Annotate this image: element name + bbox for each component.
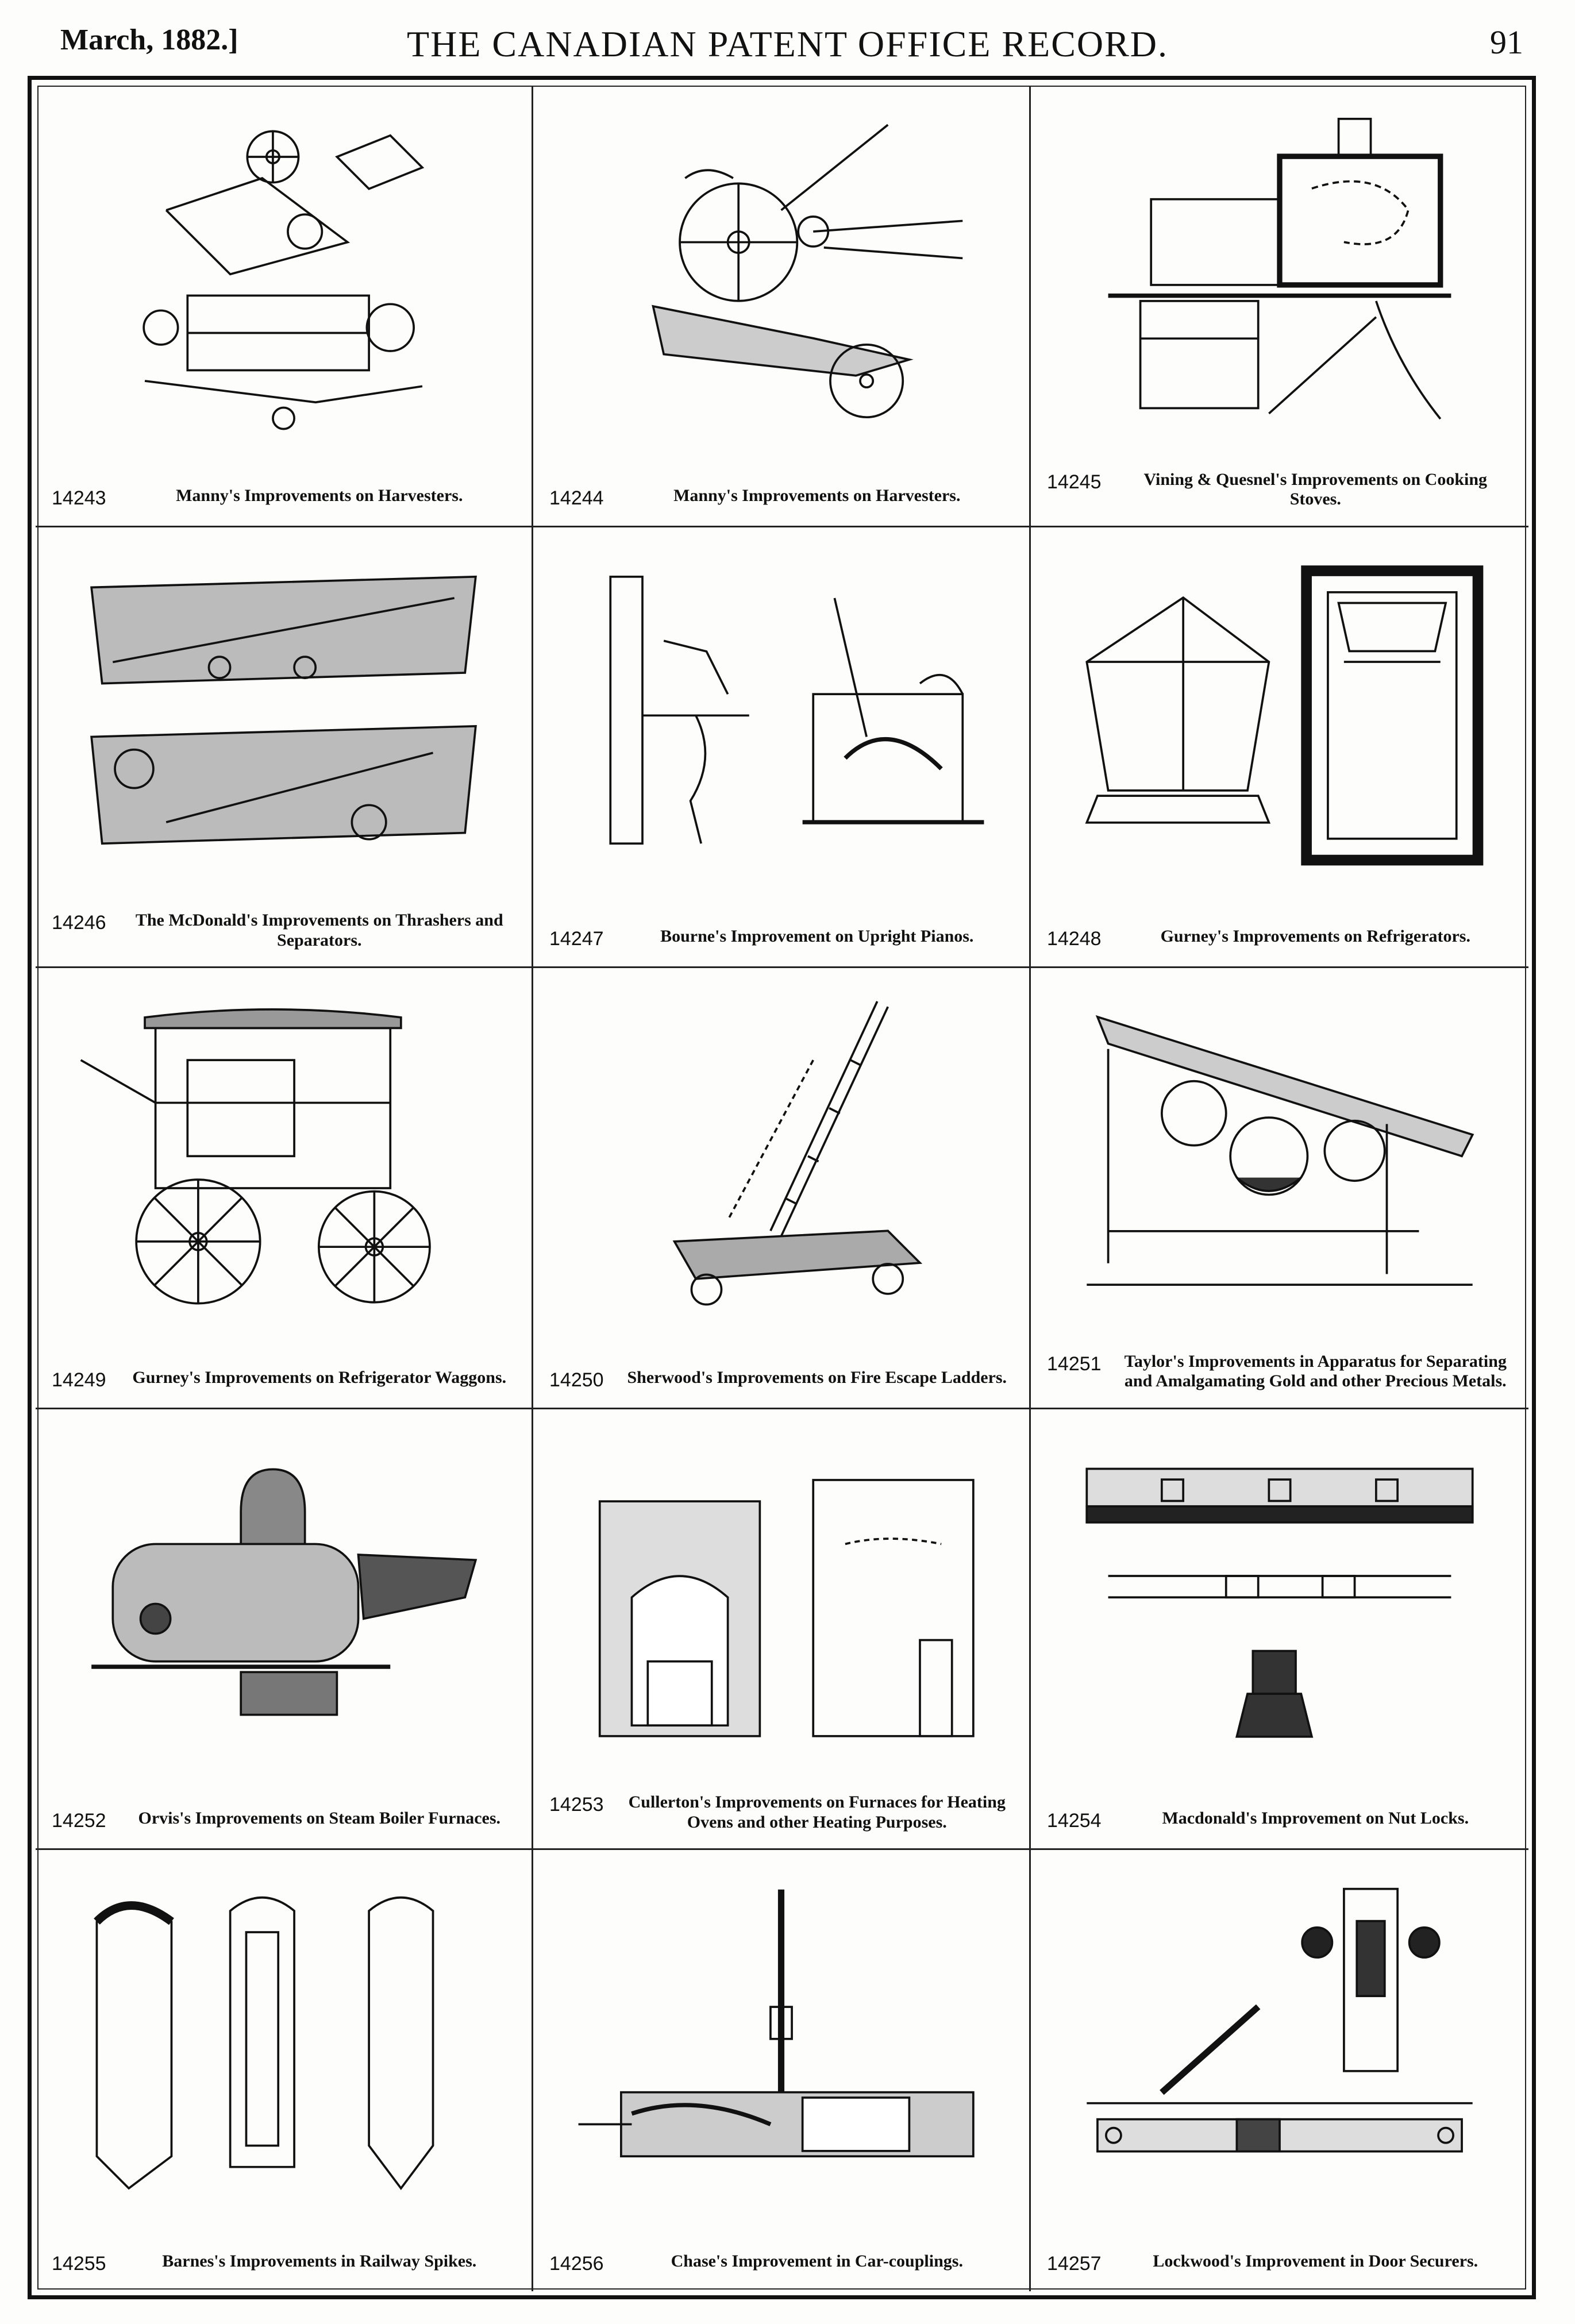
patent-caption: Lockwood's Improvement in Door Securers. — [1153, 2251, 1478, 2271]
patent-cell: 14255 Barnes's Improvements in Railway Sp… — [36, 1850, 533, 2291]
patent-caption: The McDonald's Improvements on Thrashers… — [135, 911, 503, 950]
gold-separator-illustration — [1065, 991, 1494, 1321]
patent-caption: Gurney's Improvements on Refrigerators. — [1160, 927, 1470, 946]
patent-cell: 14253 Cullerton's Improvements on Furnace… — [533, 1409, 1031, 1851]
patent-caption: Orvis's Improvements on Steam Boiler Fur… — [138, 1809, 501, 1828]
patent-cell: 14250 Sherwood's Improvements on Fire Esc… — [533, 968, 1031, 1409]
patent-cell: 14246 The McDonald's Improvements on Thra… — [36, 527, 533, 969]
harvester-illustration — [568, 109, 995, 440]
nut-lock-illustration — [1065, 1432, 1494, 1763]
patent-grid: 14243 Manny's Improvements on Harvesters.… — [36, 86, 1528, 2291]
patent-number: 14251 — [1047, 1352, 1102, 1375]
fire-escape-ladder-illustration — [568, 991, 995, 1321]
patent-cell: 14243 Manny's Improvements on Harvesters. — [36, 86, 533, 527]
patent-caption: Gurney's Improvements on Refrigerator Wa… — [132, 1367, 507, 1387]
patent-number: 14256 — [549, 2252, 604, 2275]
patent-number: 14248 — [1047, 928, 1102, 950]
patent-number: 14247 — [549, 928, 604, 950]
header-date: March, 1882.] — [60, 24, 238, 56]
door-securer-illustration — [1065, 1873, 1494, 2205]
patent-number: 14244 — [549, 487, 604, 509]
patent-number: 14245 — [1047, 471, 1102, 493]
patent-caption: Sherwood's Improvements on Fire Escape L… — [627, 1367, 1007, 1387]
patent-caption: Vining & Quesnel's Improvements on Cooki… — [1143, 469, 1488, 509]
car-coupling-illustration — [568, 1873, 995, 2205]
patent-cell: 14256 Chase's Improvement in Car-coupling… — [533, 1850, 1031, 2291]
patent-number: 14257 — [1047, 2252, 1102, 2275]
oven-furnace-illustration — [568, 1432, 995, 1763]
patent-caption: Barnes's Improvements in Railway Spikes. — [162, 2251, 477, 2271]
patent-number: 14253 — [549, 1794, 604, 1816]
harvester-illustration — [70, 109, 497, 440]
patent-caption: Macdonald's Improvement on Nut Locks. — [1162, 1809, 1469, 1828]
thrasher-illustration — [70, 550, 497, 881]
patent-caption: Manny's Improvements on Harvesters. — [176, 485, 463, 505]
patent-cell: 14251 Taylor's Improvements in Apparatus … — [1031, 968, 1528, 1409]
cooking-stove-illustration — [1065, 109, 1494, 440]
patent-caption: Chase's Improvement in Car-couplings. — [671, 2251, 963, 2271]
patent-cell: 14244 Manny's Improvements on Harvesters. — [533, 86, 1031, 527]
patent-number: 14252 — [52, 1810, 106, 1832]
patent-cell: 14257 Lockwood's Improvement in Door Secu… — [1031, 1850, 1528, 2291]
header-page-number: 91 — [1490, 24, 1523, 61]
patent-number: 14250 — [549, 1369, 604, 1391]
piano-illustration — [568, 550, 995, 881]
patent-caption: Taylor's Improvements in Apparatus for S… — [1124, 1351, 1507, 1391]
patent-cell: 14252 Orvis's Improvements on Steam Boile… — [36, 1409, 533, 1851]
patent-cell: 14247 Bourne's Improvement on Upright Pia… — [533, 527, 1031, 969]
boiler-furnace-illustration — [70, 1432, 497, 1763]
patent-number: 14249 — [52, 1369, 106, 1391]
refrigerator-waggon-illustration — [70, 991, 497, 1321]
header-title: THE CANADIAN PATENT OFFICE RECORD. — [407, 24, 1168, 64]
patent-cell: 14254 Macdonald's Improvement on Nut Lock… — [1031, 1409, 1528, 1851]
refrigerator-illustration — [1065, 550, 1494, 881]
page-frame — [28, 76, 1536, 2299]
patent-cell: 14248 Gurney's Improvements on Refrigerat… — [1031, 527, 1528, 969]
patent-caption: Bourne's Improvement on Upright Pianos. — [660, 927, 974, 946]
patent-cell: 14249 Gurney's Improvements on Refrigerat… — [36, 968, 533, 1409]
patent-number: 14255 — [52, 2252, 106, 2275]
railway-spike-illustration — [70, 1873, 497, 2205]
patent-caption: Manny's Improvements on Harvesters. — [673, 485, 961, 505]
patent-caption: Cullerton's Improvements on Furnaces for… — [628, 1793, 1006, 1832]
patent-number: 14243 — [52, 487, 106, 509]
patent-cell: 14245 Vining & Quesnel's Improvements on … — [1031, 86, 1528, 527]
patent-number: 14246 — [52, 912, 106, 934]
patent-number: 14254 — [1047, 1810, 1102, 1832]
